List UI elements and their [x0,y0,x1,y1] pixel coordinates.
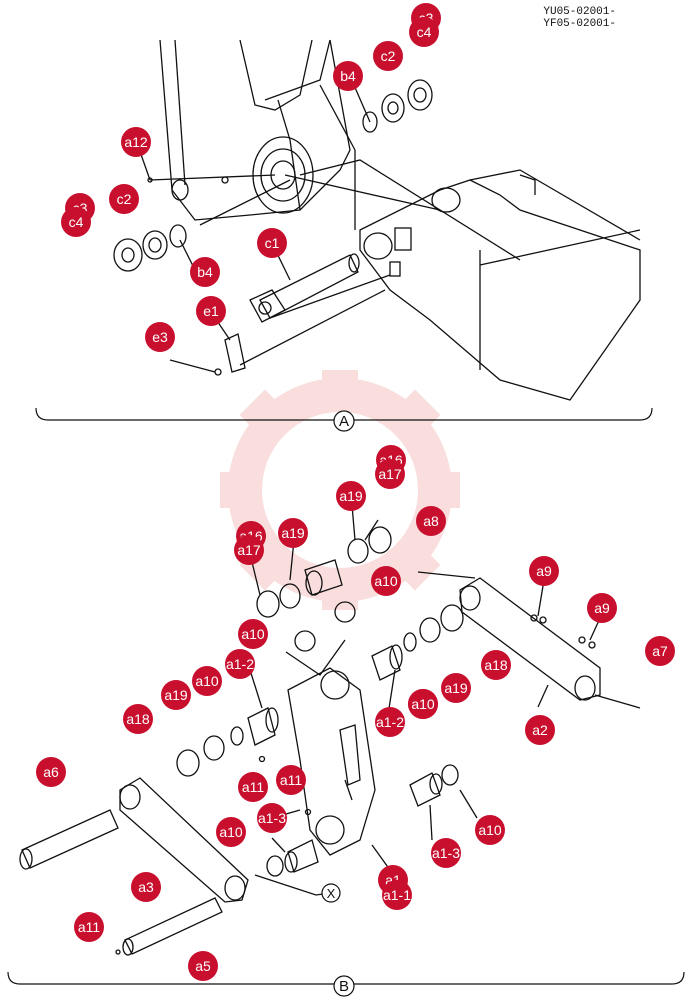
boom-arm-assembly-drawing [113,39,641,401]
top-callout-label: c1 [265,235,280,251]
bottom-callout-label: a11 [280,772,303,788]
top-callout-label: e3 [152,329,168,345]
bottom-callout-bubble [481,650,511,680]
bottom-callout-bubble [123,704,153,734]
bottom-callout-label: a19 [281,525,305,541]
section-b-marker [333,975,355,997]
model-code-line-1: YU05-02001- [543,6,616,18]
top-callout-bubble [409,17,439,47]
top-callout-bubble [145,322,175,352]
bottom-callout-label: a18 [484,657,508,673]
bottom-callout-label: a10 [219,824,243,840]
top-callout-bubble [373,41,403,71]
top-callout-bubble [333,61,363,91]
bottom-callout-label: a10 [241,626,265,642]
bottom-callout-label: a19 [339,488,363,504]
bottom-callout-label: a11 [78,919,101,935]
bottom-callout-bubble [431,838,461,868]
bottom-callout-bubble [529,556,559,586]
bottom-callout-bubble [278,518,308,548]
bottom-callout-label: a8 [423,513,439,529]
bottom-callout-label: a17 [237,542,261,558]
bottom-callout-label: a10 [411,696,435,712]
bottom-callout-bubble [276,765,306,795]
bottom-callout-bubble [525,715,555,745]
bottom-callout-bubble [234,535,264,565]
bottom-callout-bubble [225,649,255,679]
bottom-callout-label: a6 [43,764,59,780]
bottom-callout-label: a1-3 [258,810,286,826]
bottom-callout-bubble [587,593,617,623]
bottom-callout-label: a18 [126,711,150,727]
top-callout-label: b4 [197,264,213,280]
bottom-callout-label: a19 [164,687,188,703]
bottom-callout-bubble [188,951,218,981]
bottom-callout-bubble [131,872,161,902]
section-a-marker [333,410,355,432]
top-callout-bubble [190,257,220,287]
top-callout-bubble [109,184,139,214]
bottom-callout-bubble [475,815,505,845]
bottom-callout-label: a1-3 [432,845,460,861]
top-callout-bubble [61,207,91,237]
bottom-callout-bubble [382,880,412,910]
bottom-callout-bubble [336,481,366,511]
bottom-callout-bubble [408,689,438,719]
top-callout-label: b4 [340,68,356,84]
top-callout-label: c4 [69,214,84,230]
section-a-label: A [339,413,349,430]
bottom-callout-bubble [74,912,104,942]
bottom-callout-label: a10 [478,822,502,838]
bottom-callout-label: a1-2 [226,656,254,672]
bottom-callout-label: a2 [532,722,548,738]
bottom-callout-bubble [238,619,268,649]
top-callout-label: a12 [124,134,148,150]
bottom-callout-bubble [161,680,191,710]
top-callout-label: e1 [203,303,219,319]
bottom-callout-label: a3 [138,879,154,895]
bottom-callout-bubble [441,673,471,703]
callouts-bottom: a16a17a19a16a17a19a8a10a9a9a10a7a1-2a10a… [36,445,675,981]
bottom-callout-label: a11 [242,779,265,795]
bottom-callout-label: a10 [195,673,219,689]
section-x-label: X [327,886,336,901]
section-x-marker [321,883,341,903]
bottom-callout-label: a9 [536,563,552,579]
top-callout-label: c2 [381,48,396,64]
bottom-callout-bubble [36,757,66,787]
bottom-callout-label: a1-2 [376,714,404,730]
bottom-callout-bubble [416,506,446,536]
link-assembly-drawing [19,504,641,956]
section-b-label: B [339,978,349,995]
top-callout-label: c4 [417,24,432,40]
bottom-callout-label: a5 [195,958,211,974]
bottom-callout-label: a1-1 [383,887,411,903]
bottom-callout-label: a17 [378,466,402,482]
bottom-callout-bubble [375,707,405,737]
bottom-callout-bubble [375,459,405,489]
bottom-callout-bubble [216,817,246,847]
top-callout-label: c2 [117,191,132,207]
top-callout-bubble [196,296,226,326]
callouts-top: c3c4c2b4a12c3c4c2c1b4e1e3 [61,3,441,352]
bottom-callout-bubble [192,666,222,696]
bottom-callout-label: a19 [444,680,468,696]
bottom-callout-bubble [645,636,675,666]
bottom-callout-label: a10 [374,573,398,589]
bottom-callout-bubble [257,803,287,833]
bottom-callout-label: a7 [652,643,668,659]
bottom-callout-bubble [371,566,401,596]
model-code-line-2: YF05-02001- [543,18,616,30]
bottom-callout-bubble [238,772,268,802]
top-callout-bubble [121,127,151,157]
top-callout-bubble [257,228,287,258]
bottom-callout-label: a9 [594,600,610,616]
